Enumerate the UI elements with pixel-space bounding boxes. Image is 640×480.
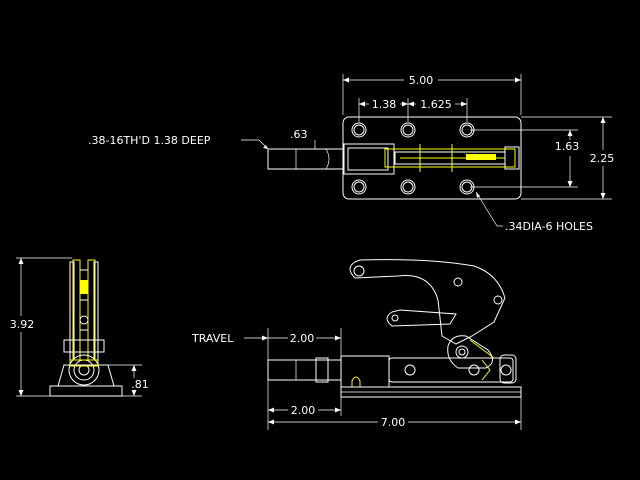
dim-base-height: 2.25 <box>590 152 615 165</box>
dim-front-overall: 7.00 <box>381 416 406 429</box>
top-view: 5.00 1.38 1.625 .38-16TH'D 1.38 DEEP .63… <box>88 74 614 233</box>
dim-top-overall: 5.00 <box>409 74 434 87</box>
dim-top-spacing-b: 1.625 <box>420 98 452 111</box>
dim-hole-spacing-vertical: 1.63 <box>555 140 580 153</box>
dim-plunger-dia: .63 <box>290 128 308 141</box>
thread-note: .38-16TH'D 1.38 DEEP <box>88 134 211 147</box>
side-view: 3.92 .81 <box>10 257 149 397</box>
holes-note: .34DIA-6 HOLES <box>505 220 593 233</box>
top-base-plate <box>342 116 522 200</box>
front-view: TRAVEL 2.00 2.00 7.00 <box>191 259 522 430</box>
dim-side-height: 3.92 <box>10 318 35 331</box>
clamp-handle <box>349 259 506 345</box>
travel-label: TRAVEL <box>191 332 234 345</box>
dim-travel-value: 2.00 <box>290 332 315 345</box>
dim-front-extension: 2.00 <box>291 404 316 417</box>
top-plunger <box>267 148 345 170</box>
dim-top-spacing-a: 1.38 <box>372 98 397 111</box>
dim-side-base: .81 <box>131 378 149 391</box>
front-plunger <box>267 359 342 381</box>
